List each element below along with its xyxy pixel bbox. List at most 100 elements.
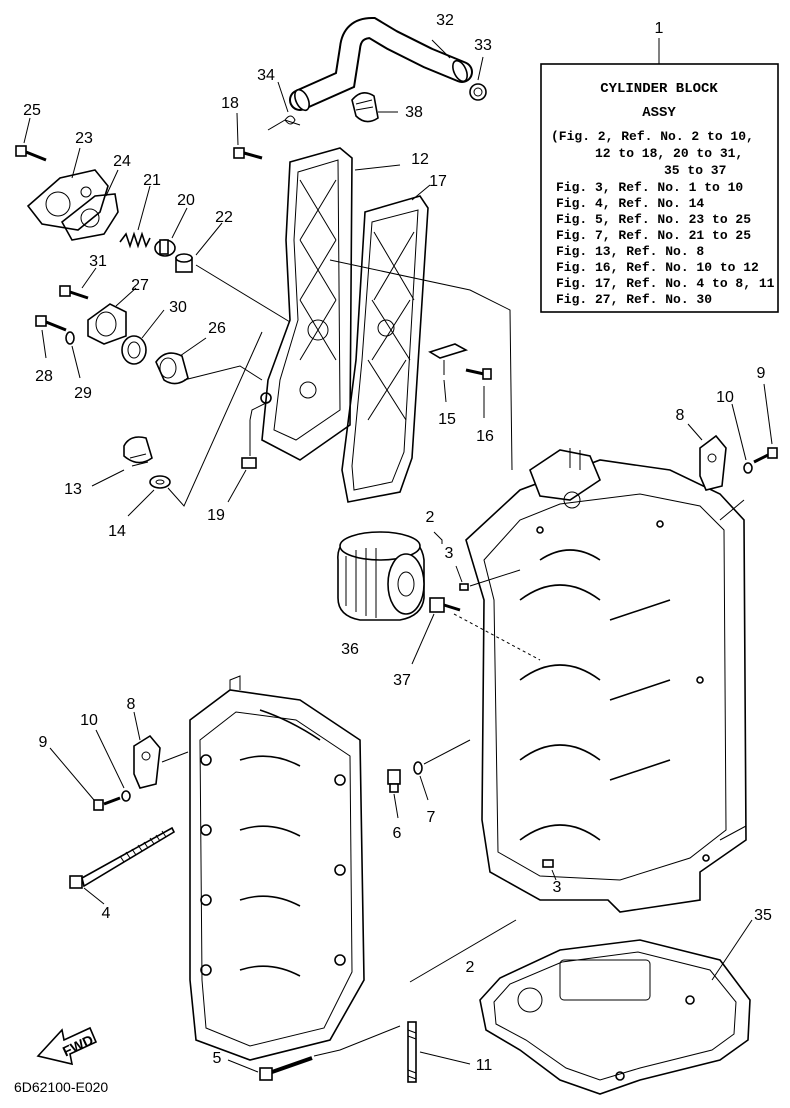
callout-16: 16 — [476, 428, 494, 445]
callout-32: 32 — [436, 12, 454, 29]
callout-2-bottom: 2 — [466, 959, 475, 976]
ref-box-line: Fig. 3, Ref. No. 1 to 10 — [556, 180, 743, 195]
ref-box-title-2: ASSY — [642, 105, 676, 121]
plate-15 — [428, 343, 469, 375]
washer-29 — [65, 331, 75, 345]
washer-10-left — [121, 790, 131, 802]
callout-27: 27 — [131, 277, 149, 294]
fwd-label: FWD — [60, 1031, 96, 1059]
gasket-35 — [479, 939, 751, 1095]
ref-box-line: 35 to 37 — [664, 163, 726, 178]
bracket-8-right — [699, 434, 727, 491]
bolt-31 — [59, 285, 89, 300]
bolt-4 — [69, 826, 176, 889]
callout-13: 13 — [64, 481, 82, 498]
sender-37 — [429, 597, 461, 613]
washer-10-right — [743, 462, 753, 474]
callout-8-right: 8 — [676, 407, 685, 424]
ref-box-line: Fig. 17, Ref. No. 4 to 8, 11 — [556, 276, 775, 291]
bolt-18 — [233, 147, 263, 160]
housing-27 — [87, 303, 127, 345]
callout-15: 15 — [438, 411, 456, 428]
ref-box-line: Fig. 5, Ref. No. 23 to 25 — [556, 212, 751, 227]
gasket-17 — [341, 195, 429, 503]
callout-18: 18 — [221, 95, 239, 112]
gasket-14 — [149, 475, 171, 489]
callout-31: 31 — [89, 253, 107, 270]
ref-box-line: 12 to 18, 20 to 31, — [595, 146, 743, 161]
grommet-26 — [155, 352, 189, 385]
bolt-9-left — [93, 796, 121, 811]
callout-25: 25 — [23, 102, 41, 119]
ref-box-line: Fig. 7, Ref. No. 21 to 25 — [556, 228, 751, 243]
seal-30 — [121, 335, 147, 365]
callout-34: 34 — [257, 67, 275, 84]
callout-29: 29 — [74, 385, 92, 402]
callout-1: 1 — [655, 20, 664, 37]
callout-22: 22 — [215, 209, 233, 226]
callout-3-top: 3 — [445, 545, 454, 562]
callout-10-right: 10 — [716, 389, 734, 406]
callout-2-top: 2 — [426, 509, 435, 526]
callout-5: 5 — [213, 1050, 222, 1067]
callout-33: 33 — [474, 37, 492, 54]
ref-box-line: Fig. 13, Ref. No. 8 — [556, 244, 704, 259]
diagram-code: 6D62100-E020 — [14, 1079, 108, 1095]
callout-23: 23 — [75, 130, 93, 147]
callout-6: 6 — [393, 825, 402, 842]
oil-filter-36 — [337, 531, 425, 621]
dowel-3-top — [459, 583, 469, 591]
gasket-7 — [413, 761, 423, 775]
callout-9-left: 9 — [39, 734, 48, 751]
ref-box-line: Fig. 4, Ref. No. 14 — [556, 196, 704, 211]
callout-28: 28 — [35, 368, 53, 385]
thermostat-22 — [175, 253, 193, 273]
valve-20 — [154, 239, 176, 257]
callout-37: 37 — [393, 672, 411, 689]
callout-9-right: 9 — [757, 365, 766, 382]
callout-12: 12 — [411, 151, 429, 168]
thermostat-cover-23 — [26, 169, 109, 231]
callout-8-left: 8 — [127, 696, 136, 713]
callout-21: 21 — [143, 172, 161, 189]
callout-4: 4 — [102, 905, 111, 922]
cylinder-block-main — [465, 448, 747, 913]
callout-7: 7 — [427, 809, 436, 826]
spring-21 — [119, 231, 151, 249]
callout-17: 17 — [429, 173, 447, 190]
bolt-16 — [465, 368, 492, 380]
callout-10-left: 10 — [80, 712, 98, 729]
plug-6 — [387, 769, 401, 793]
bolt-25 — [15, 145, 47, 162]
ref-box-title-1: CYLINDER BLOCK — [600, 81, 718, 97]
ref-box-line: Fig. 16, Ref. No. 10 to 12 — [556, 260, 759, 275]
cylinder-head-left — [189, 675, 365, 1061]
bolt-28 — [35, 315, 67, 332]
fitting-19 — [241, 420, 257, 469]
fwd-arrow-icon: FWD — [36, 1026, 98, 1066]
callout-38: 38 — [405, 104, 423, 121]
ref-box-line: Fig. 27, Ref. No. 30 — [556, 292, 712, 307]
ref-box-line: (Fig. 2, Ref. No. 2 to 10, — [551, 129, 754, 144]
callout-3-bottom: 3 — [553, 879, 562, 896]
callout-30: 30 — [169, 299, 187, 316]
bracket-8-left — [133, 734, 161, 789]
reference-box: CYLINDER BLOCK ASSY (Fig. 2, Ref. No. 2 … — [540, 20, 779, 313]
callout-11: 11 — [476, 1057, 493, 1074]
callout-24: 24 — [113, 153, 131, 170]
callout-19: 19 — [207, 507, 225, 524]
callout-14: 14 — [108, 523, 126, 540]
bolt-9-right — [753, 447, 778, 464]
hose-assembly — [284, 16, 487, 125]
callout-36: 36 — [341, 641, 359, 658]
stud-11 — [407, 1021, 417, 1083]
exhaust-cover — [260, 147, 353, 461]
dowel-3-bottom — [542, 859, 554, 868]
callout-20: 20 — [177, 192, 195, 209]
bolt-5 — [259, 1056, 313, 1081]
gasket-24 — [60, 193, 119, 241]
plug-13 — [123, 436, 153, 467]
callout-26: 26 — [208, 320, 226, 337]
callout-35: 35 — [754, 907, 772, 924]
